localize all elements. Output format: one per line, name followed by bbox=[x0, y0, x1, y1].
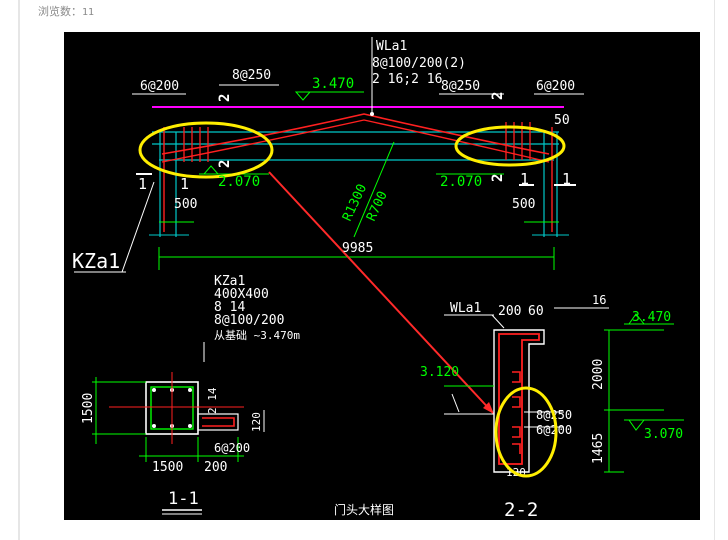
stirrup-8-250-left: 8@250 bbox=[232, 68, 271, 83]
section-mark-2b: 2 bbox=[217, 160, 233, 168]
stirrup-left-label: 6@200 bbox=[140, 79, 179, 94]
sec2-dim-60: 60 bbox=[528, 304, 544, 319]
section-mark-2c: 2 bbox=[490, 92, 506, 100]
sec2-beam-label: WLa1 bbox=[450, 301, 481, 316]
highlight-ellipse-left bbox=[138, 121, 274, 179]
elev-triangle bbox=[294, 91, 312, 101]
sec1-dim-200: 200 bbox=[204, 460, 227, 475]
section-mark-1b: 1 bbox=[180, 175, 189, 193]
col-stirrup: 8@100/200 bbox=[214, 313, 284, 328]
elevation-left: 2.070 bbox=[218, 174, 260, 190]
sec1-title: 1-1 bbox=[168, 489, 199, 509]
sidebar-divider bbox=[18, 0, 20, 540]
elev-triangle-left bbox=[202, 165, 220, 175]
beam-label: WLa1 bbox=[376, 39, 407, 54]
cad-drawing-svg: WLa1 8@100/200(2) 2 16;2 16 6@200 8@250 … bbox=[72, 37, 684, 520]
beam-main-bars: 2 16;2 16 bbox=[372, 72, 442, 87]
sec2-elev-top: 3.470 bbox=[632, 310, 671, 325]
beam-stirrup: 8@100/200(2) bbox=[372, 56, 466, 71]
sec1-dim-vertical: 1500 bbox=[81, 393, 96, 424]
sec2-elev-left: 3.120 bbox=[420, 365, 459, 380]
col-elev-note: 从基础 ~3.470m bbox=[214, 329, 300, 342]
view-count: 浏览数：11 bbox=[38, 3, 94, 19]
column-leader bbox=[121, 181, 155, 273]
highlight-ellipse-right bbox=[454, 125, 566, 167]
sec2-dim-16: 16 bbox=[592, 293, 606, 307]
radius-leader bbox=[353, 141, 395, 238]
sec1-dim-120: 120 bbox=[250, 412, 263, 432]
stirrup-8-250-right: 8@250 bbox=[441, 79, 480, 94]
stub-bar bbox=[202, 417, 235, 427]
sec2-beam-outline bbox=[493, 329, 545, 473]
sec2-stirrup-b: 6@200 bbox=[536, 423, 572, 437]
sec1-stirrup: 6@200 bbox=[214, 441, 250, 455]
arch-bar-bottom bbox=[161, 119, 550, 163]
sec2-dim-1465: 1465 bbox=[591, 433, 606, 464]
stirrup-right-label: 6@200 bbox=[536, 79, 575, 94]
elevation-right: 2.070 bbox=[440, 174, 482, 190]
left-stirrups bbox=[183, 127, 209, 162]
elevation-top: 3.470 bbox=[312, 76, 354, 92]
section-1-1: KZa1 400X400 8 14 8@100/200 从基础 ~3.470m … bbox=[81, 274, 300, 515]
section-mark-1a: 1 bbox=[138, 175, 147, 193]
pointer-arrow-head bbox=[483, 402, 494, 414]
sec1-bar-214: 2 14 bbox=[206, 387, 219, 414]
span-dimension: 9985 bbox=[342, 241, 373, 256]
arch-bar-top bbox=[161, 113, 550, 155]
dim-500-left: 500 bbox=[174, 197, 197, 212]
sec2-elev-bottom: 3.070 bbox=[644, 427, 683, 442]
beam-stub bbox=[197, 413, 239, 431]
col-bars: 8 14 bbox=[214, 300, 245, 315]
content-border bbox=[714, 0, 715, 540]
dim-50: 50 bbox=[554, 113, 570, 128]
col-spec-title: KZa1 bbox=[214, 274, 245, 289]
radius-inner: R700 bbox=[364, 189, 391, 224]
view-count-value: 11 bbox=[82, 7, 95, 18]
sec2-stirrups bbox=[512, 371, 521, 454]
view-count-label: 浏览数： bbox=[38, 5, 82, 18]
sec1-dim-horizontal: 1500 bbox=[152, 460, 183, 475]
sec2-title: 2-2 bbox=[504, 499, 538, 520]
sec2-dim-2000: 2000 bbox=[591, 359, 606, 390]
section-mark-2a: 2 bbox=[217, 94, 233, 102]
sec2-dim-200: 200 bbox=[498, 304, 521, 319]
cad-drawing-image: WLa1 8@100/200(2) 2 16;2 16 6@200 8@250 … bbox=[64, 32, 700, 520]
section-mark-1d: 1 bbox=[562, 170, 571, 188]
leader-dot bbox=[370, 112, 374, 116]
drawing-title: 门头大样图 bbox=[334, 502, 394, 517]
elevation-view: WLa1 8@100/200(2) 2 16;2 16 6@200 8@250 … bbox=[72, 37, 584, 415]
column-bars bbox=[152, 388, 192, 428]
section-mark-2d: 2 bbox=[490, 174, 506, 182]
col-size: 400X400 bbox=[214, 287, 269, 302]
dim-500-right: 500 bbox=[512, 197, 535, 212]
highlight-ellipse-section bbox=[494, 386, 558, 478]
pointer-arrow bbox=[268, 171, 495, 415]
column-label: KZa1 bbox=[72, 249, 120, 273]
section-2-2: WLa1 200 60 16 3.470 3.120 2000 1465 3.0… bbox=[420, 293, 684, 520]
sec2-beam-rebar bbox=[498, 333, 540, 465]
section-mark-1c: 1 bbox=[520, 170, 529, 188]
